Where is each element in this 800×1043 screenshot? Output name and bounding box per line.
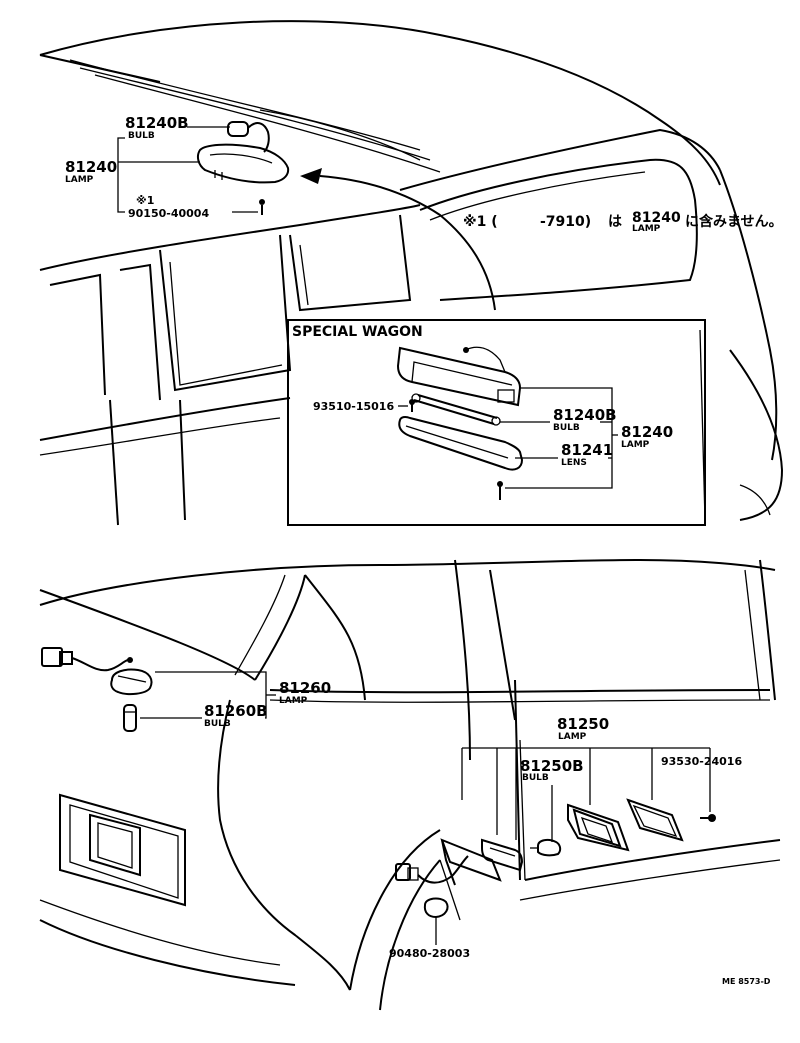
side-lamp-drawing [41,647,153,732]
lower-vehicle-body [39,558,781,1011]
label-81240: 81240 [65,158,117,176]
note-range: -7910) [540,214,591,230]
label-93510-15016: 93510-15016 [313,400,394,413]
label-81260b-bulb: BULB [204,719,231,729]
note-prefix: ※1 ( [463,214,498,230]
label-81250: 81250 [557,715,609,733]
upper-labels: 81240B BULB 81240 LAMP ※1 90150-40004 ※1… [65,114,783,234]
label-81240-lamp: LAMP [65,175,94,185]
note-ha: は [608,214,622,230]
label-81250-lamp: LAMP [558,732,587,742]
label-81241-lens: LENS [561,458,587,468]
side-lamp-labels: 81260 LAMP 81260B BULB [140,671,331,729]
label-90150-40004: 90150-40004 [128,207,209,220]
label-81260-lamp: LAMP [279,696,308,706]
label-93530-24016: 93530-24016 [661,755,742,768]
label-81260: 81260 [279,679,331,697]
note-suffix: に含みません。 [685,213,783,230]
upper-vehicle-body [39,20,784,526]
label-sw-81240: 81240 [621,423,673,441]
label-sw-81240b: 81240B [553,406,617,424]
note-pn-lamp: LAMP [632,224,661,234]
label-81250b: 81250B [520,757,584,775]
label-81260b: 81260B [204,702,268,720]
label-81241: 81241 [561,441,613,459]
label-81240b-bulb: BULB [128,131,155,141]
label-81250b-bulb: BULB [522,773,549,783]
rear-lamp-labels: 81250 LAMP 81250B BULB 93530-24016 90480… [389,715,742,960]
label-sw-81240-lamp: LAMP [621,440,650,450]
label-sw-81240b-bulb: BULB [553,423,580,433]
special-wagon-box: SPECIAL WAGON 93510-15016 81240B BULB 81… [287,319,706,526]
upper-lamp-drawing [196,121,290,215]
rear-lamp-drawing [395,747,716,945]
special-wagon-title: SPECIAL WAGON [292,324,423,340]
label-81240b: 81240B [125,114,189,132]
label-screw-mark: ※1 [136,194,154,207]
drawing-code: ME 8573-D [722,977,771,986]
note-pn: 81240 [632,210,681,226]
label-90480-28003: 90480-28003 [389,947,470,960]
